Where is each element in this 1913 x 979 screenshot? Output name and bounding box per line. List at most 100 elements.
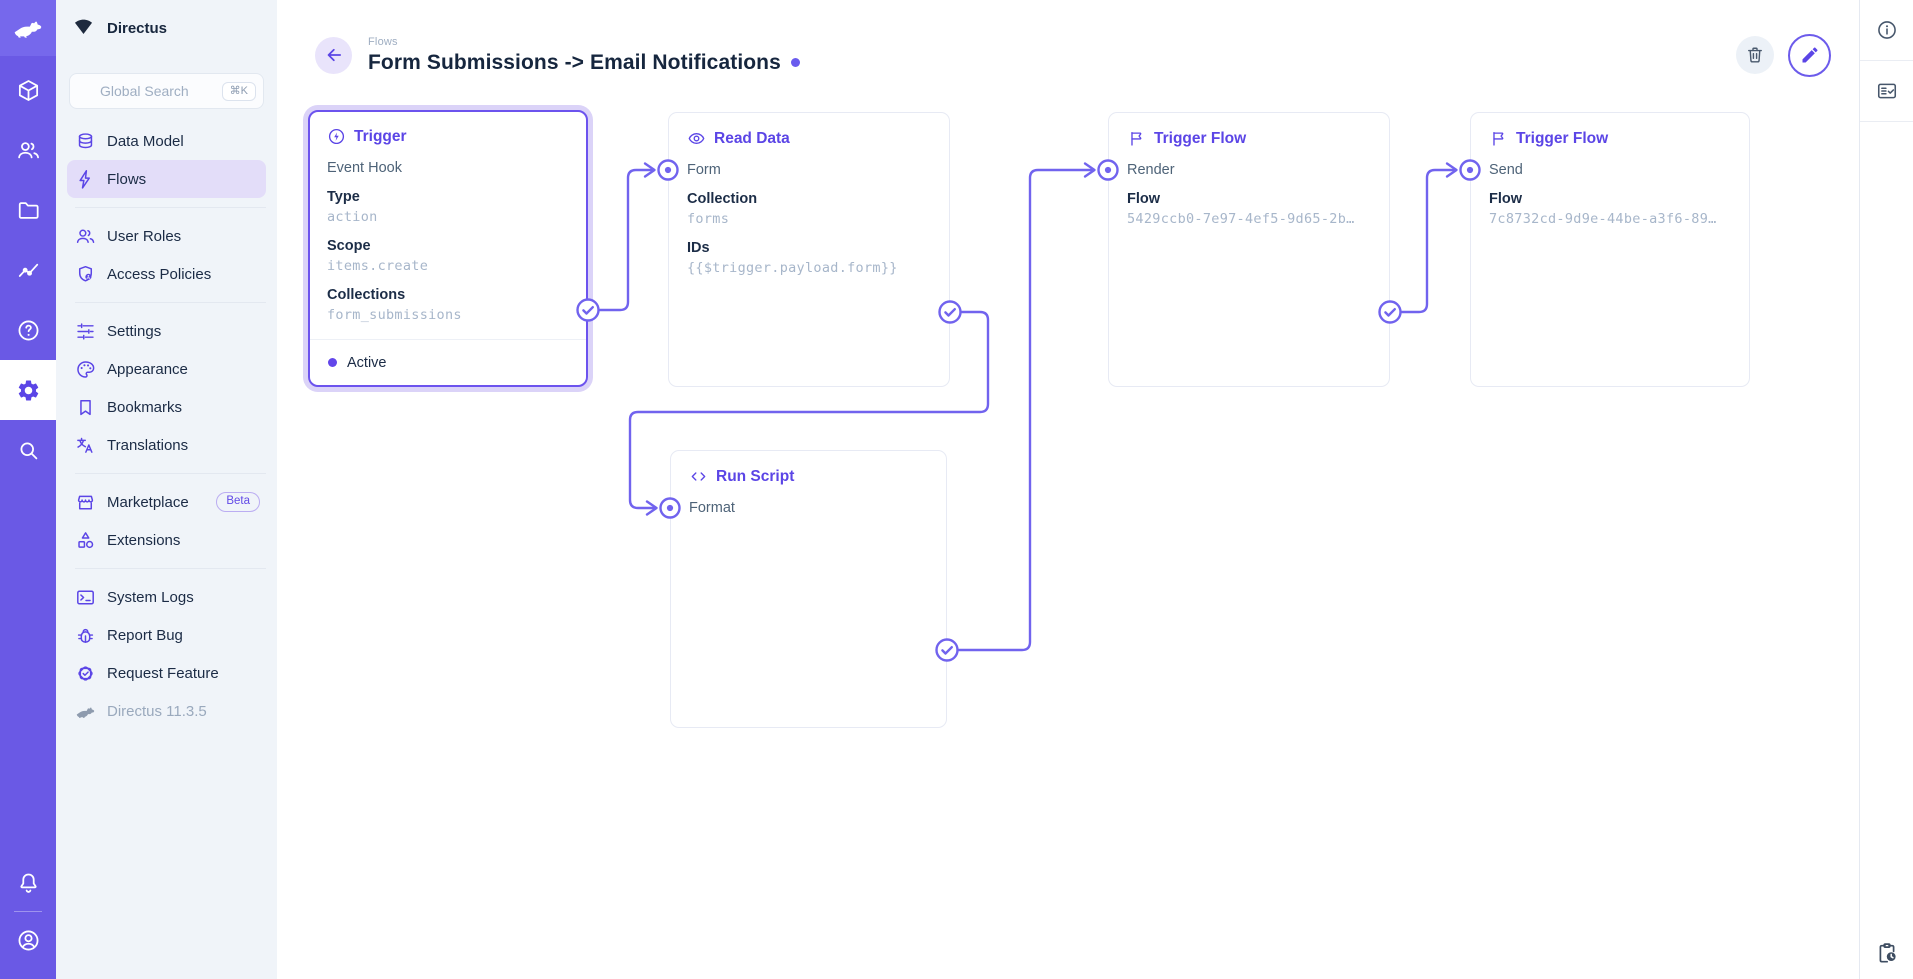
sidebar-item-flows[interactable]: Flows (67, 160, 266, 198)
folder-icon (18, 201, 39, 219)
search-input[interactable] (100, 83, 222, 99)
sidebar-item-access-policies[interactable]: Access Policies (67, 255, 266, 293)
module-documentation[interactable] (0, 300, 56, 360)
module-insights[interactable] (0, 240, 56, 300)
sidebar-item-label: Appearance (107, 360, 188, 378)
sidebar-item-translations[interactable]: Translations (67, 426, 266, 464)
bookmark-icon (80, 399, 91, 415)
module-search[interactable] (0, 420, 56, 480)
sidebar-item-label: Request Feature (107, 664, 219, 682)
module-account[interactable] (0, 912, 56, 968)
panel-type-label: Read Data (714, 129, 790, 147)
sidebar-item-label: Flows (107, 170, 147, 188)
module-bar-divider (14, 911, 42, 912)
back-button[interactable] (315, 36, 352, 74)
beta-badge: Beta (216, 492, 260, 512)
project-header[interactable]: Directus (56, 0, 277, 56)
sidebar-item-report-bug[interactable]: Report Bug (67, 616, 266, 654)
revisions-button[interactable] (1860, 941, 1913, 965)
sidebar-item-label: Report Bug (107, 626, 183, 644)
flag-icon (1493, 131, 1504, 146)
field-label: Flow (1489, 191, 1523, 207)
panel-type-label: Run Script (716, 467, 795, 485)
global-search[interactable]: ⌘K (69, 73, 264, 109)
breadcrumb: Flows (368, 35, 398, 48)
field-label: Scope (327, 238, 371, 254)
field-value: 5429ccb0-7e97-4ef5-9d65-2b… (1127, 211, 1355, 227)
panel-name: Form (687, 162, 721, 178)
terminal-icon (77, 589, 94, 605)
chart-icon (18, 263, 38, 277)
panel-type-label: Trigger (354, 127, 407, 145)
module-user-directory[interactable] (0, 120, 56, 180)
sidebar-item-label: Extensions (107, 531, 181, 549)
sidebar-item-user-roles[interactable]: User Roles (67, 217, 266, 255)
module-content[interactable] (0, 60, 56, 120)
module-files[interactable] (0, 180, 56, 240)
sidebar-item-label: Marketplace (107, 493, 189, 511)
field-label: IDs (687, 240, 710, 256)
bell-icon (19, 873, 37, 893)
sidebar-divider (75, 207, 266, 208)
rabbit-icon (76, 707, 95, 718)
module-settings[interactable] (0, 360, 56, 420)
diamond-icon (74, 19, 93, 35)
seal-check-icon (78, 665, 93, 681)
project-name: Directus (107, 19, 168, 37)
delete-button[interactable] (1736, 36, 1774, 74)
bolt-circle-icon (328, 128, 345, 145)
panel-name: Send (1489, 162, 1523, 178)
right-sidebar (1859, 0, 1913, 979)
search-shortcut-badge: ⌘K (221, 81, 256, 101)
project-logo-icon (71, 13, 96, 43)
edit-button[interactable] (1788, 33, 1831, 77)
directus-logo[interactable] (0, 0, 56, 56)
panel-type-label: Trigger Flow (1516, 129, 1609, 147)
sidebar-divider (75, 568, 266, 569)
sidebar-item-appearance[interactable]: Appearance (67, 350, 266, 388)
sidebar-item-settings[interactable]: Settings (67, 312, 266, 350)
sidebar-item-data-model[interactable]: Data Model (67, 122, 266, 160)
module-bar-bottom (0, 855, 56, 979)
gear-icon (18, 380, 38, 400)
sidebar-item-system-logs[interactable]: System Logs (67, 578, 266, 616)
box-icon (18, 79, 38, 101)
field-value: 7c8732cd-9d9e-44be-a3f6-89… (1489, 211, 1717, 227)
sidebar-divider (75, 473, 266, 474)
storefront-icon (77, 495, 94, 510)
database-icon (78, 132, 93, 148)
connection-trigger-flow-render-to-trigger-flow-send (1388, 168, 1458, 314)
palette-icon (77, 360, 95, 378)
module-bar (0, 0, 56, 979)
sidebar-item-marketplace[interactable]: Marketplace Beta (67, 483, 266, 521)
flow-status-dot (790, 58, 800, 67)
field-value: items.create (327, 258, 429, 274)
sidebar-item-bookmarks[interactable]: Bookmarks (67, 388, 266, 426)
connection-arrowhead (645, 500, 658, 516)
panel-type-label: Trigger Flow (1154, 129, 1247, 147)
info-icon (1877, 21, 1896, 39)
module-notifications[interactable] (0, 855, 56, 911)
account-icon (18, 930, 38, 950)
sidebar-item-extensions[interactable]: Extensions (67, 521, 266, 559)
sidebar-item-directus-11-3-5[interactable]: Directus 11.3.5 (67, 692, 266, 730)
panel-name: Event Hook (327, 160, 402, 176)
info-button[interactable] (1860, 0, 1913, 61)
field-value: forms (687, 211, 730, 227)
panel-header: Run Script (689, 467, 928, 486)
pencil-icon (1802, 47, 1818, 63)
logs-button[interactable] (1860, 61, 1913, 122)
sidebar-item-label: Translations (107, 436, 189, 454)
help-icon (18, 320, 38, 340)
fact-check-icon (1877, 83, 1896, 99)
sidebar-item-request-feature[interactable]: Request Feature (67, 654, 266, 692)
